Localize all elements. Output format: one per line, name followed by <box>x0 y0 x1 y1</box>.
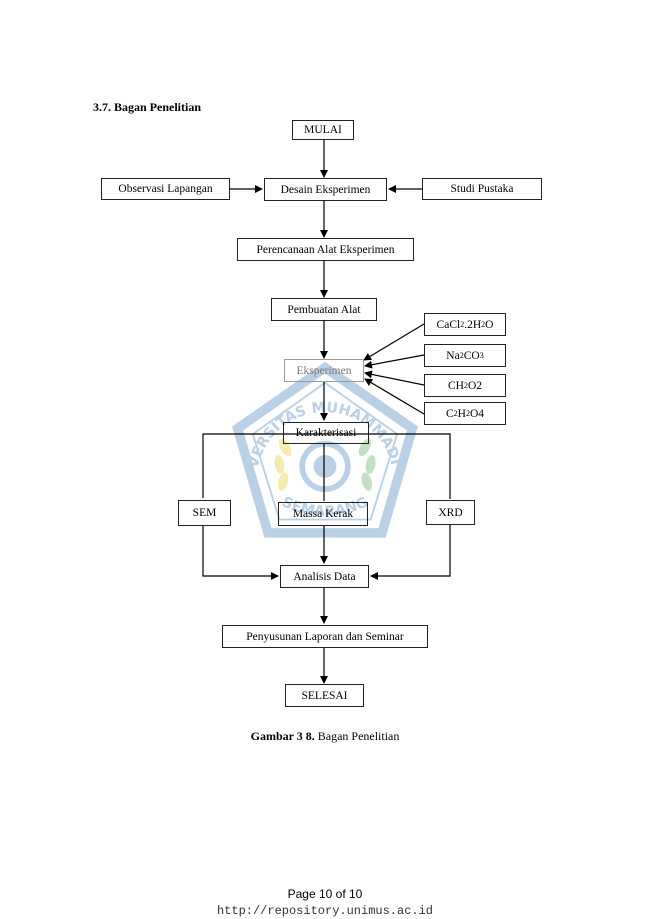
figure-caption: Gambar 3 8. Bagan Penelitian <box>0 729 650 744</box>
page-number: Page 10 of 10 <box>287 887 363 901</box>
figure-caption-label: Gambar 3 8. <box>250 729 315 743</box>
arrow-sem-analisis <box>202 526 279 580</box>
arrow-xrd-analisis <box>370 525 451 580</box>
logo-pentagon-shape <box>232 361 418 538</box>
logo-laurel-left <box>274 438 292 491</box>
node-karakterisasi: Karakterisasi <box>283 422 369 444</box>
logo-pentagon-inner <box>251 381 399 521</box>
arrow-na2co3-eksperimen <box>364 354 425 369</box>
node-massa-kerak: Massa Kerak <box>278 502 368 526</box>
node-mulai: MULAI <box>292 120 354 140</box>
node-desain-eksperimen: Desain Eksperimen <box>264 178 387 201</box>
node-studi-pustaka: Studi Pustaka <box>422 178 542 200</box>
node-penyusunan-laporan: Penyusunan Laporan dan Seminar <box>222 625 428 648</box>
arrow-cacl2-eksperimen <box>363 323 425 361</box>
node-xrd: XRD <box>426 500 475 525</box>
repository-url: http://repository.unimus.ac.id <box>216 904 434 918</box>
node-eksperimen: Eksperimen <box>284 359 364 382</box>
figure-caption-text: Bagan Penelitian <box>317 729 400 743</box>
arrow-c2h2o4-eksperimen <box>364 378 425 415</box>
node-observasi-lapangan: Observasi Lapangan <box>101 178 230 200</box>
arrow-ch2o2-eksperimen <box>364 370 425 386</box>
university-watermark-logo: UNIVERSITAS MUHAMMADIYAH SEMARANG <box>230 360 418 538</box>
node-perencanaan-alat: Perencanaan Alat Eksperimen <box>237 238 414 261</box>
node-selesai: SELESAI <box>285 684 364 707</box>
line-karakterisasi-branches <box>202 433 451 499</box>
node-analisis-data: Analisis Data <box>280 565 369 588</box>
section-heading: 3.7. Bagan Penelitian <box>93 100 202 114</box>
node-sem: SEM <box>178 500 231 526</box>
node-pembuatan-alat: Pembuatan Alat <box>271 298 377 321</box>
